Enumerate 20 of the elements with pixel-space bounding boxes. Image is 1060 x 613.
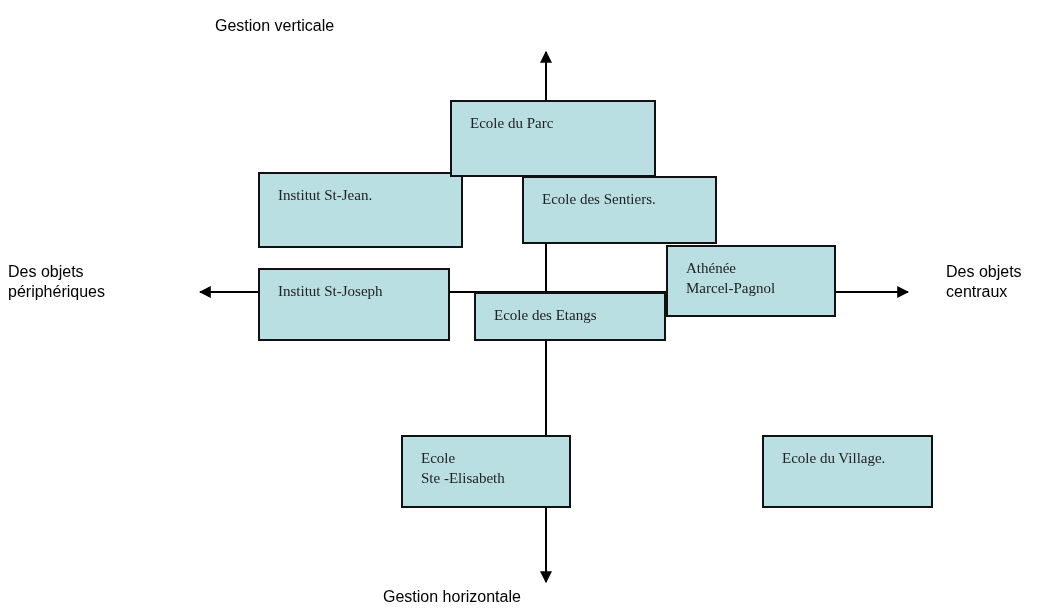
- school-name: Ecole des Etangs: [494, 306, 597, 325]
- school-name: Athénée Marcel-Pagnol: [686, 259, 776, 298]
- axis-label: Des objets centraux: [946, 262, 1023, 302]
- school-box: [474, 292, 666, 341]
- school-name: Ecole des Sentiers.: [542, 190, 656, 209]
- school-box: [401, 435, 571, 508]
- axis-label: Gestion horizontale: [383, 587, 521, 607]
- school-box: [666, 245, 836, 317]
- axis-label: Gestion verticale: [215, 16, 335, 36]
- school-box: [450, 100, 656, 177]
- school-box: [258, 172, 463, 248]
- school-name: Institut St-Joseph: [278, 282, 383, 301]
- school-box: [762, 435, 933, 508]
- school-name: Institut St-Jean.: [278, 186, 373, 205]
- school-name: Ecole du Village.: [782, 449, 886, 468]
- axis-label: Des objets périphériques: [8, 262, 106, 302]
- school-box: [258, 268, 450, 341]
- school-box: [522, 176, 717, 244]
- school-name: Ecole Ste -Elisabeth: [421, 449, 505, 488]
- school-name: Ecole du Parc: [470, 114, 554, 133]
